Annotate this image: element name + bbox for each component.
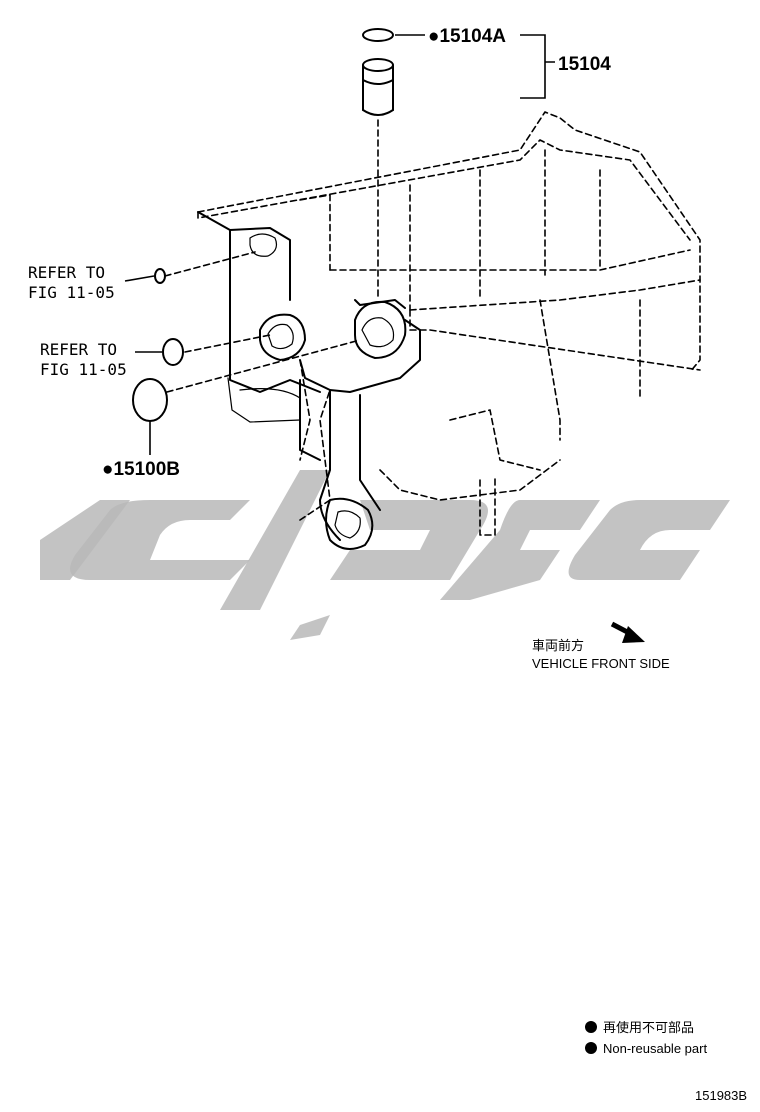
callout-15100b: ●15100B bbox=[102, 459, 180, 480]
o-ring-15100b-shape bbox=[132, 378, 168, 422]
vehicle-direction: 車両前方 VEHICLE FRONT SIDE bbox=[532, 621, 670, 671]
refer-fig-2-line2: FIG 11-05 bbox=[40, 360, 127, 379]
watermark-logo bbox=[40, 470, 730, 640]
o-ring-15104a-shape bbox=[362, 28, 394, 42]
direction-japanese: 車両前方 bbox=[532, 638, 584, 653]
legend-japanese: 再使用不可部品 bbox=[603, 1020, 694, 1035]
oil-pan-assembly bbox=[197, 111, 701, 550]
figure-id: 151983B bbox=[695, 1088, 747, 1103]
legend: 再使用不可部品 Non-reusable part bbox=[585, 1020, 707, 1056]
arrow-down-right-icon bbox=[610, 621, 645, 643]
refer-fig-1-line1: REFER TO bbox=[28, 263, 105, 282]
oil-strainer-15104 bbox=[362, 28, 394, 301]
refer-fig-1-line2: FIG 11-05 bbox=[28, 283, 115, 302]
legend-english: Non-reusable part bbox=[603, 1041, 707, 1056]
left-small-parts bbox=[132, 251, 361, 422]
filled-circle-icon bbox=[585, 1021, 597, 1033]
filled-circle-icon bbox=[585, 1042, 597, 1054]
callout-15104a: ●15104A bbox=[428, 26, 506, 47]
direction-english: VEHICLE FRONT SIDE bbox=[532, 656, 670, 671]
refer-fig-2-line1: REFER TO bbox=[40, 340, 117, 359]
callout-15104: 15104 bbox=[558, 54, 611, 75]
leader-lines bbox=[124, 34, 555, 455]
